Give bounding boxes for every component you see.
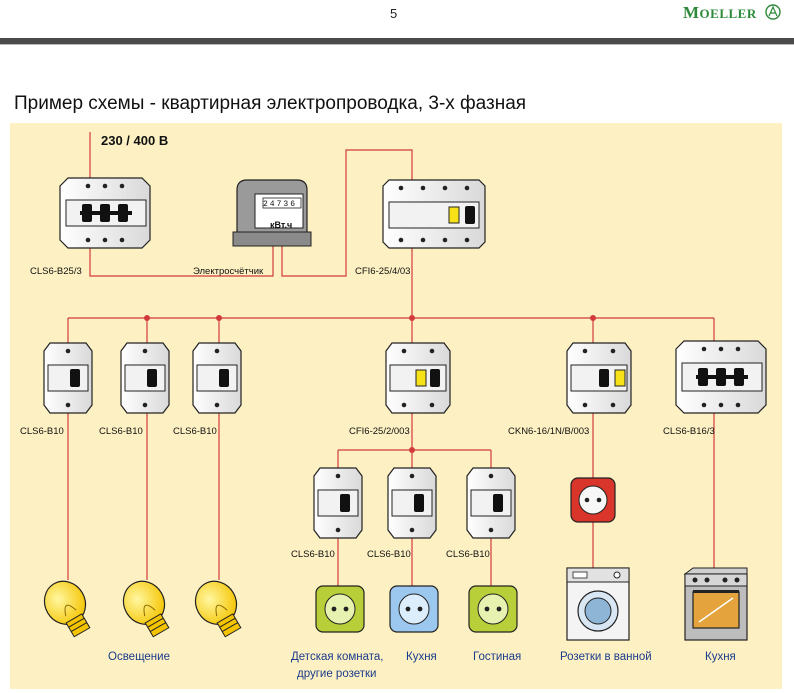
rcbo <box>566 342 632 414</box>
meter-label: Электросчётчик <box>193 266 264 277</box>
brand-name: MOELLER <box>683 3 757 22</box>
load-living-room-label: Гостиная <box>473 651 522 663</box>
header-bar <box>0 38 794 44</box>
sub-breaker-2 <box>387 467 437 539</box>
sub-breaker-3 <box>466 467 516 539</box>
light-breaker-3 <box>192 342 242 414</box>
socket-icon <box>389 585 439 633</box>
socket-icon <box>570 477 616 523</box>
page-title: Пример схемы - квартирная электропроводк… <box>14 93 527 114</box>
load-lighting-label: Освещение <box>108 651 170 663</box>
junction-dots <box>144 315 596 453</box>
light-breaker-1-label: CLS6-B10 <box>20 426 64 437</box>
main-rcd-label: CFI6-25/4/03 <box>355 266 411 277</box>
sub-breaker-1 <box>313 467 363 539</box>
washing-machine-icon <box>566 567 630 641</box>
kitchen-breaker <box>675 340 767 414</box>
sub-breaker-2-label: CLS6-B10 <box>367 549 411 560</box>
load-kitchen-socket-label: Кухня <box>406 651 437 663</box>
load-kitchen-stove-label: Кухня <box>705 651 736 663</box>
kitchen-breaker-label: CLS6-B16/3 <box>663 426 715 437</box>
lightbulb-icon <box>122 580 170 638</box>
brand-logo: MOELLER <box>683 3 782 23</box>
light-breaker-2-label: CLS6-B10 <box>99 426 143 437</box>
light-breaker-2 <box>120 342 170 414</box>
meter-digits: 24736 <box>263 200 298 209</box>
sub-breaker-3-label: CLS6-B10 <box>446 549 490 560</box>
load-childroom-label-1: Детская комната, <box>291 651 384 663</box>
rcbo-label: CKN6-16/1N/B/003 <box>508 426 590 437</box>
lightbulb-icon <box>43 580 91 638</box>
light-breaker-1 <box>43 342 93 414</box>
main-breaker <box>59 177 151 249</box>
socket-icon <box>468 585 518 633</box>
brand-emblem-icon <box>765 4 782 20</box>
lightbulb-icon <box>194 580 242 638</box>
load-bathroom-label: Розетки в ванной <box>560 651 652 663</box>
header-rule <box>0 44 794 45</box>
light-breaker-3-label: CLS6-B10 <box>173 426 217 437</box>
main-breaker-label: CLS6-B25/3 <box>30 266 82 277</box>
load-childroom-label-2: другие розетки <box>297 668 377 680</box>
rcd-2pole <box>385 342 451 414</box>
rcd-2pole-label: CFI6-25/2/003 <box>349 426 410 437</box>
supply-voltage: 230 / 400 B <box>101 133 169 148</box>
socket-icon <box>315 585 365 633</box>
electricity-meter <box>232 179 312 247</box>
stove-icon <box>683 567 748 641</box>
page-number: 5 <box>390 6 398 21</box>
meter-unit: кВт.ч <box>270 220 293 230</box>
wires <box>67 132 715 588</box>
main-rcd <box>382 179 486 249</box>
sub-breaker-1-label: CLS6-B10 <box>291 549 335 560</box>
